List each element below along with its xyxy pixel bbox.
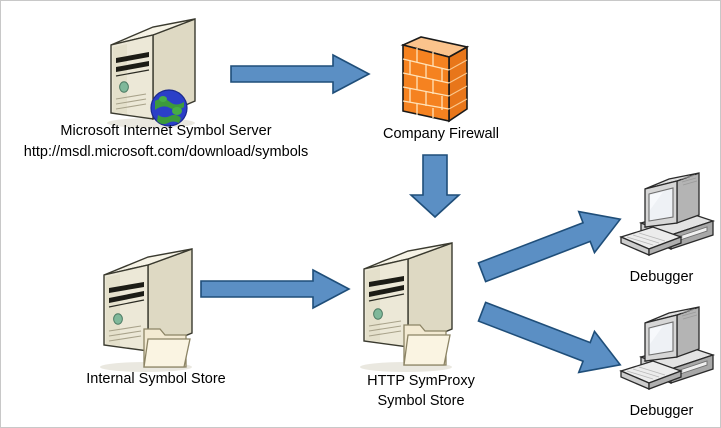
workstation-icon [619, 306, 716, 390]
workstation-icon [619, 172, 716, 256]
node-symproxy-symbol-store[interactable] [346, 229, 461, 373]
globe-icon [150, 89, 188, 127]
node-company-firewall[interactable] [393, 35, 481, 127]
server-tower-folder-icon [100, 248, 193, 372]
label-debugger-bottom: Debugger [629, 403, 694, 419]
arrow-firewall-to-symproxy [405, 153, 465, 219]
node-internal-symbol-store[interactable] [86, 241, 201, 373]
label-internet-symbol-server-line1: Microsoft Internet Symbol Server [60, 123, 272, 139]
label-debugger-top: Debugger [629, 269, 694, 285]
node-debugger-bottom[interactable] [619, 299, 719, 395]
label-symproxy-line2: Symbol Store [377, 393, 465, 409]
label-internal-symbol-store: Internal Symbol Store [86, 371, 226, 387]
folder-icon [403, 324, 451, 366]
firewall-brick-icon [400, 36, 470, 123]
label-company-firewall: Company Firewall [382, 126, 500, 142]
folder-icon [143, 328, 191, 368]
server-tower-folder-icon [360, 242, 453, 372]
node-debugger-top[interactable] [619, 165, 719, 261]
node-internet-symbol-server[interactable] [93, 13, 201, 128]
label-symproxy-line1: HTTP SymProxy [367, 373, 475, 389]
arrow-internal-store-to-symproxy [199, 267, 351, 311]
label-internet-symbol-server-url: http://msdl.microsoft.com/download/symbo… [23, 144, 309, 160]
arrow-server-to-firewall [229, 53, 371, 95]
arrow-symproxy-to-debugger-bottom [473, 293, 633, 385]
arrow-symproxy-to-debugger-top [473, 199, 633, 291]
server-tower-globe-icon [107, 17, 196, 128]
